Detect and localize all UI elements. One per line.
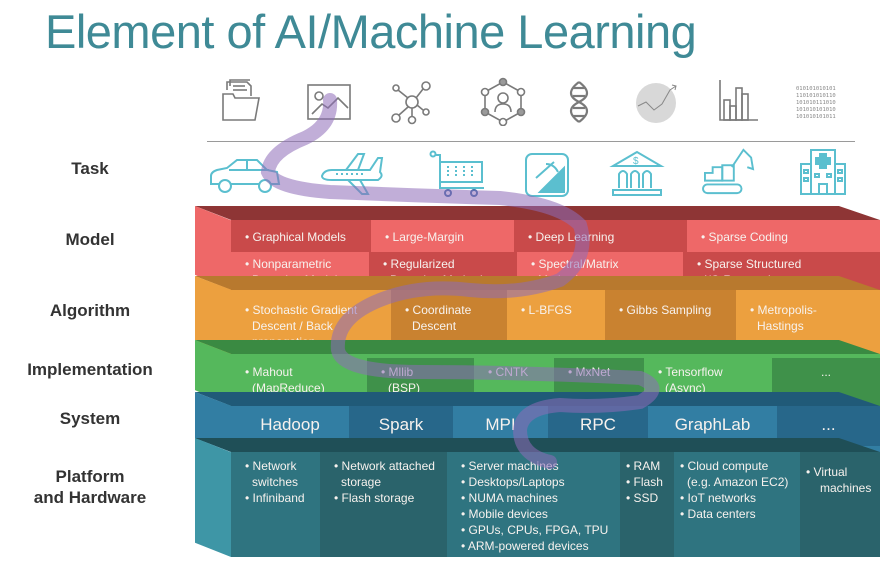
hospital-icon xyxy=(797,146,849,198)
row-label-platform-line2: and Hardware xyxy=(33,488,147,507)
row-label-platform-line1: Platform xyxy=(55,467,125,486)
model-item: • Large-Margin xyxy=(371,220,514,252)
shopping-cart-icon xyxy=(428,148,488,198)
network-graph-icon xyxy=(386,76,438,126)
bank-icon: $ xyxy=(609,148,665,198)
page-title: Element of AI/Machine Learning xyxy=(45,5,697,58)
platform-item: • RAM• Flash• SSD xyxy=(620,452,674,557)
trend-chart-icon xyxy=(632,76,684,126)
excavator-icon xyxy=(698,146,760,196)
row-label-model: Model xyxy=(65,230,115,249)
svg-text:$: $ xyxy=(633,156,639,167)
platform-item: • Cloud compute(e.g. Amazon EC2)• IoT ne… xyxy=(674,452,800,557)
documents-folder-icon xyxy=(219,76,271,126)
mining-icon xyxy=(524,152,570,198)
bar-chart-icon xyxy=(714,76,766,126)
platform-item: • Server machines• Desktops/Laptops• NUM… xyxy=(447,452,620,557)
airplane-icon xyxy=(318,148,388,198)
binary-data-icon: 010101010101 110101010110 101010111010 1… xyxy=(796,86,836,120)
divider xyxy=(207,141,855,142)
model-item: • Deep Learning xyxy=(514,220,687,252)
model-item: • Graphical Models xyxy=(231,220,371,252)
row-label-algorithm: Algorithm xyxy=(49,301,131,320)
car-icon xyxy=(207,148,281,198)
model-item: • Sparse Coding xyxy=(687,220,880,252)
row-label-system: System xyxy=(59,409,121,428)
row-label-platform: Platform and Hardware xyxy=(0,466,180,508)
dna-icon xyxy=(553,76,605,126)
row-label-implementation: Implementation xyxy=(27,360,153,379)
social-network-icon xyxy=(477,76,529,127)
row-label-task: Task xyxy=(71,159,109,178)
image-icon xyxy=(302,76,354,126)
